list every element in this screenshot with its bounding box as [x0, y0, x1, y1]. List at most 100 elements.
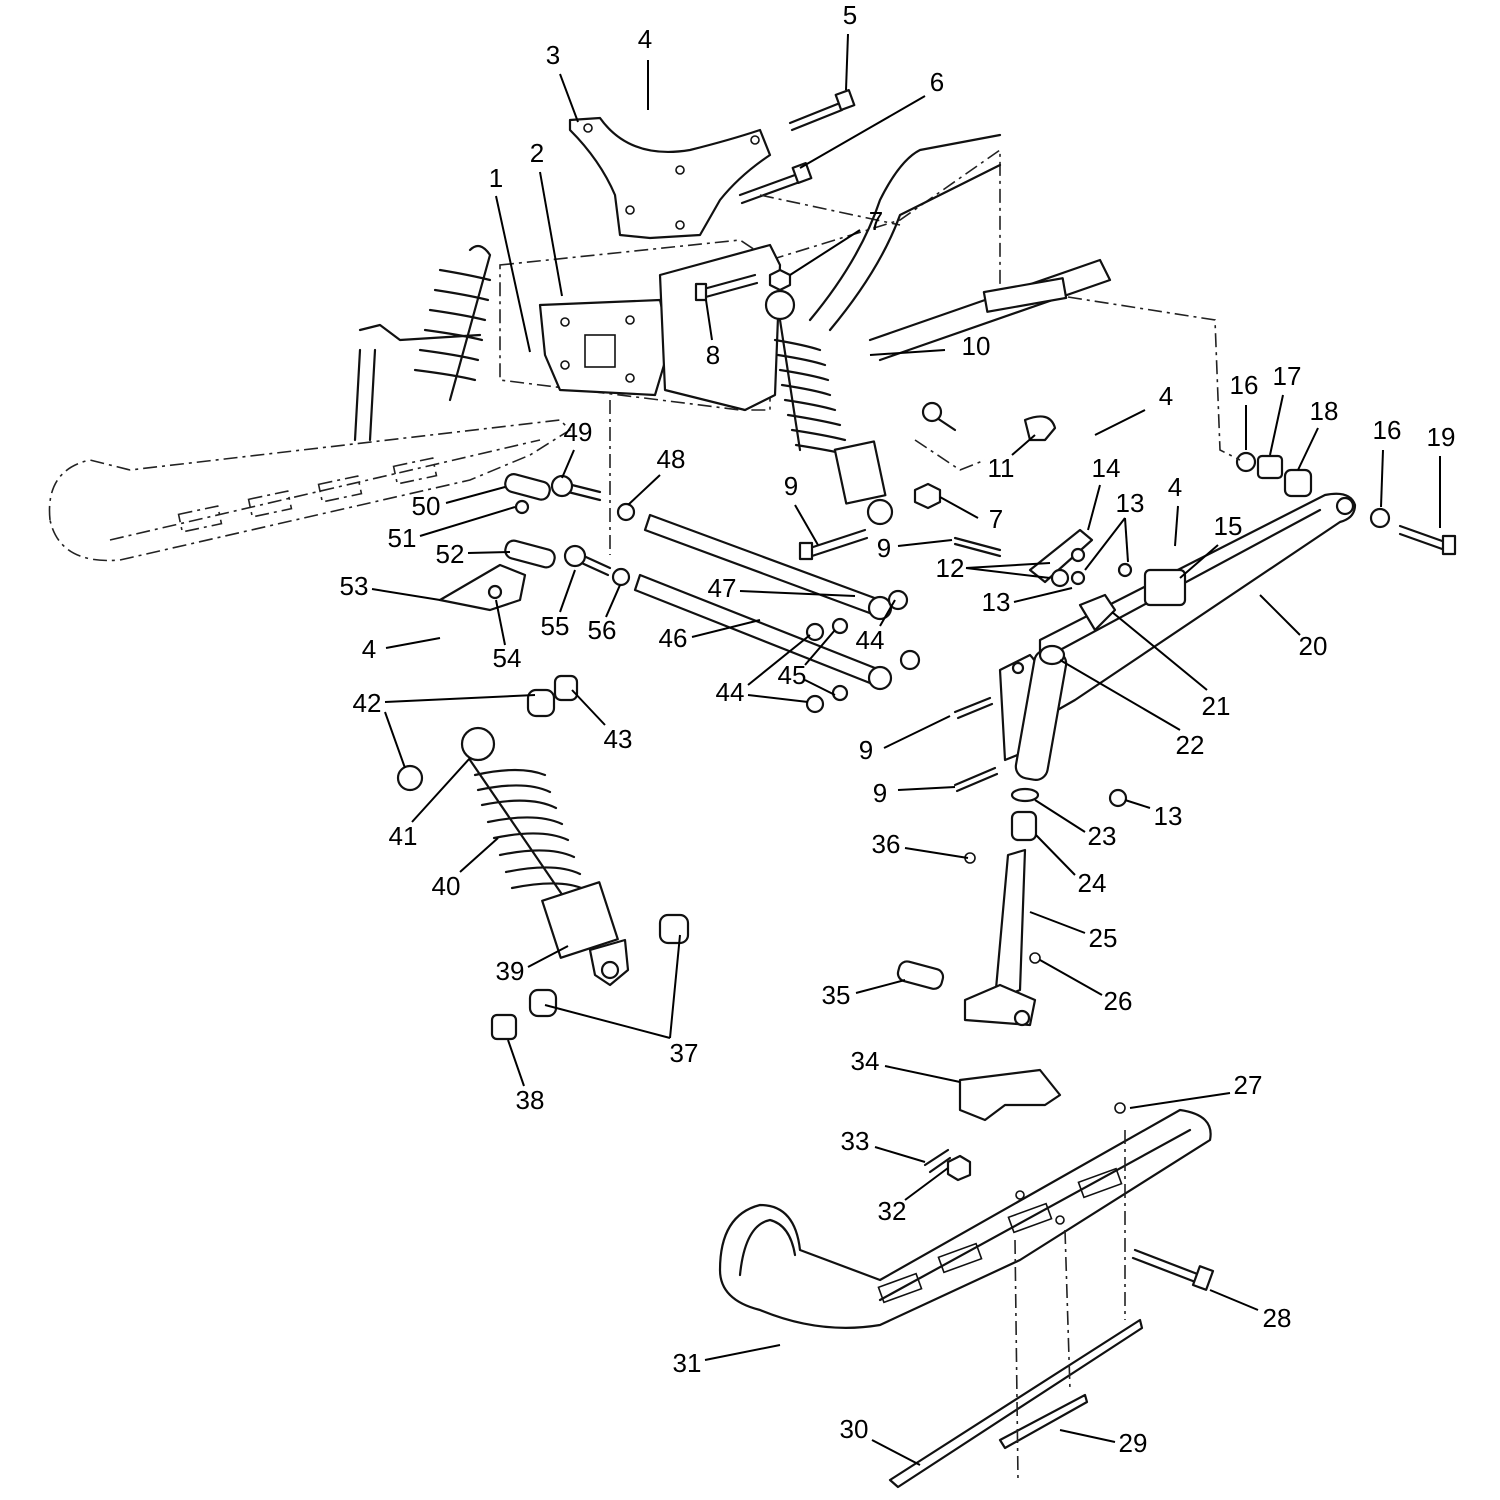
leader-line	[904, 847, 969, 859]
callout-9c: 9	[859, 715, 951, 765]
callout-number: 5	[843, 0, 857, 30]
callout-4c: 4	[1168, 472, 1182, 547]
callout-number: 19	[1427, 422, 1456, 452]
callout-number: 51	[388, 523, 417, 553]
leader-line	[965, 567, 1051, 579]
leader-line	[559, 73, 579, 123]
callout-40: 40	[432, 837, 499, 901]
callout-number: 7	[989, 504, 1003, 534]
leader-line	[879, 599, 896, 627]
leader-line	[544, 1004, 671, 1039]
callout-number: 23	[1088, 821, 1117, 851]
callout-55: 55	[541, 569, 576, 641]
callout-25: 25	[1029, 911, 1117, 953]
callout-10: 10	[869, 331, 991, 361]
leader-line	[1011, 434, 1036, 456]
leader-line	[539, 171, 563, 297]
callout-27: 27	[1129, 1070, 1262, 1109]
leader-line	[1029, 911, 1086, 934]
callout-41: 41	[389, 757, 471, 851]
callout-32: 32	[878, 1167, 949, 1226]
leader-line	[527, 945, 569, 968]
leader-line	[561, 449, 575, 479]
callout-number: 46	[659, 623, 688, 653]
callout-number: 50	[412, 491, 441, 521]
leader-line	[411, 757, 471, 823]
callout-4a: 4	[638, 24, 652, 110]
callout-20: 20	[1259, 594, 1327, 661]
callout-number: 41	[389, 821, 418, 851]
callout-number: 24	[1078, 868, 1107, 898]
callout-number: 12	[936, 553, 965, 583]
callout-26: 26	[1039, 959, 1132, 1016]
leader-line	[419, 506, 516, 537]
callout-number: 4	[638, 24, 652, 54]
callout-16b: 16	[1373, 415, 1401, 508]
callout-number: 15	[1214, 511, 1243, 541]
callout-9b: 9	[877, 533, 953, 563]
leader-line	[883, 715, 951, 749]
callout-number: 43	[604, 724, 633, 754]
right-ski	[718, 1108, 1212, 1329]
callout-number: 44	[856, 625, 885, 655]
leader-line	[1059, 659, 1181, 731]
callout-4d: 4	[362, 634, 441, 664]
callout-number: 29	[1119, 1428, 1148, 1458]
leader-line	[845, 33, 849, 91]
callout-23: 23	[1034, 799, 1117, 851]
leader-line	[495, 195, 531, 353]
callout-1: 1	[489, 163, 531, 353]
callout-21: 21	[1111, 611, 1231, 721]
callout-number: 21	[1202, 691, 1231, 721]
callout-number: 52	[436, 539, 465, 569]
callout-44a: 44	[856, 599, 896, 655]
leader-line	[1034, 799, 1086, 833]
callout-48: 48	[627, 444, 685, 506]
leader-line	[804, 629, 836, 666]
callout-36: 36	[872, 829, 969, 859]
callout-8: 8	[705, 299, 720, 370]
callout-number: 16	[1230, 370, 1259, 400]
leader-line	[1059, 1429, 1116, 1443]
callout-19: 19	[1427, 422, 1456, 528]
callout-number: 33	[841, 1126, 870, 1156]
leader-line	[1129, 1092, 1231, 1109]
leader-line	[1013, 587, 1073, 603]
callout-28: 28	[1209, 1289, 1292, 1333]
leader-line	[1174, 505, 1179, 547]
callout-number: 9	[877, 533, 891, 563]
callout-number: 8	[706, 340, 720, 370]
leader-line	[1380, 449, 1384, 508]
leader-line	[794, 504, 819, 546]
callout-number: 53	[340, 571, 369, 601]
callout-44b: 44	[716, 634, 811, 707]
callout-number: 4	[1159, 381, 1173, 411]
callout-number: 10	[962, 331, 991, 361]
callout-30: 30	[840, 1414, 921, 1466]
callout-number: 6	[930, 67, 944, 97]
leader-line	[495, 599, 506, 646]
leader-line	[871, 1439, 921, 1466]
callout-16a: 16	[1230, 370, 1259, 450]
leader-line	[1039, 959, 1103, 996]
callout-number: 28	[1263, 1303, 1292, 1333]
callout-47: 47	[708, 573, 856, 603]
callout-number: 38	[516, 1085, 545, 1115]
leader-line	[1124, 799, 1151, 809]
leader-line	[1297, 427, 1319, 471]
leader-line	[1179, 544, 1219, 579]
callout-number: 30	[840, 1414, 869, 1444]
leader-line	[704, 1344, 781, 1361]
callout-number: 13	[1154, 801, 1183, 831]
callout-number: 9	[784, 471, 798, 501]
callout-number: 39	[496, 956, 525, 986]
callout-number: 34	[851, 1046, 880, 1076]
leader-line	[965, 562, 1051, 569]
callout-number: 14	[1092, 453, 1121, 483]
callout-number: 13	[982, 587, 1011, 617]
callout-38: 38	[507, 1039, 545, 1115]
callout-number: 37	[670, 1038, 699, 1068]
callout-number: 13	[1116, 488, 1145, 518]
callout-number: 31	[673, 1348, 702, 1378]
callout-54: 54	[493, 599, 521, 673]
